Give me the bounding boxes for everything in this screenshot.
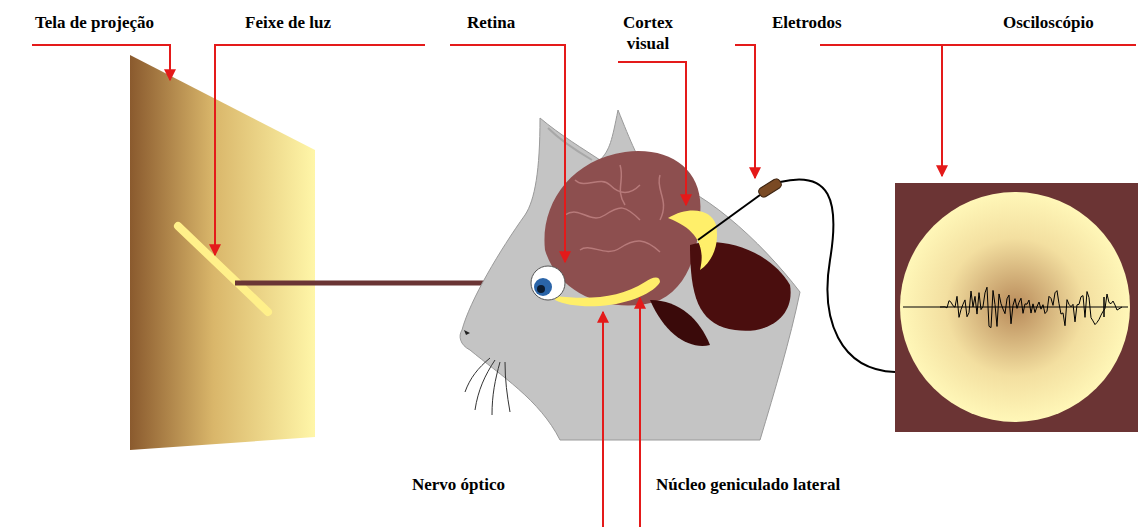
- callout-label: Núcleo geniculado lateral: [656, 474, 840, 495]
- cat-head: [460, 110, 800, 440]
- optic-nerve: [555, 277, 660, 306]
- callout-label: Cortex visual: [610, 12, 686, 54]
- cat-ear: [548, 128, 592, 160]
- callout-label: Feixe de luz: [245, 12, 331, 33]
- projection-screen: [130, 55, 315, 450]
- trace-baseline: [903, 306, 1128, 307]
- electrode: [757, 177, 783, 198]
- signal-noise: [940, 287, 1122, 327]
- callout-label: Retina: [467, 12, 515, 33]
- leader-lines: [32, 45, 1136, 527]
- callout-label: Tela de projeção: [35, 12, 154, 33]
- callout-label: Nervo óptico: [412, 474, 505, 495]
- cat-pupil: [537, 285, 545, 293]
- cat-whiskers: [465, 358, 510, 415]
- signal-trace: [940, 287, 1122, 327]
- oscilloscope-screen: [900, 192, 1130, 422]
- callout-label: Eletrodos: [772, 12, 842, 33]
- electrode-cable: [780, 179, 895, 372]
- oscilloscope-case: [895, 183, 1138, 432]
- callout-label: Osciloscópio: [1003, 12, 1094, 33]
- cat-nose: [464, 330, 470, 335]
- brain-stem: [650, 300, 710, 346]
- cat-iris: [534, 278, 552, 296]
- light-bar: [178, 226, 268, 312]
- cat-eye: [531, 266, 565, 300]
- cat-brain: [544, 151, 700, 305]
- brain-folds: [565, 165, 664, 252]
- visual-cortex: [668, 211, 717, 270]
- signal-tick: [1103, 297, 1105, 317]
- electrode-wire: [698, 195, 760, 240]
